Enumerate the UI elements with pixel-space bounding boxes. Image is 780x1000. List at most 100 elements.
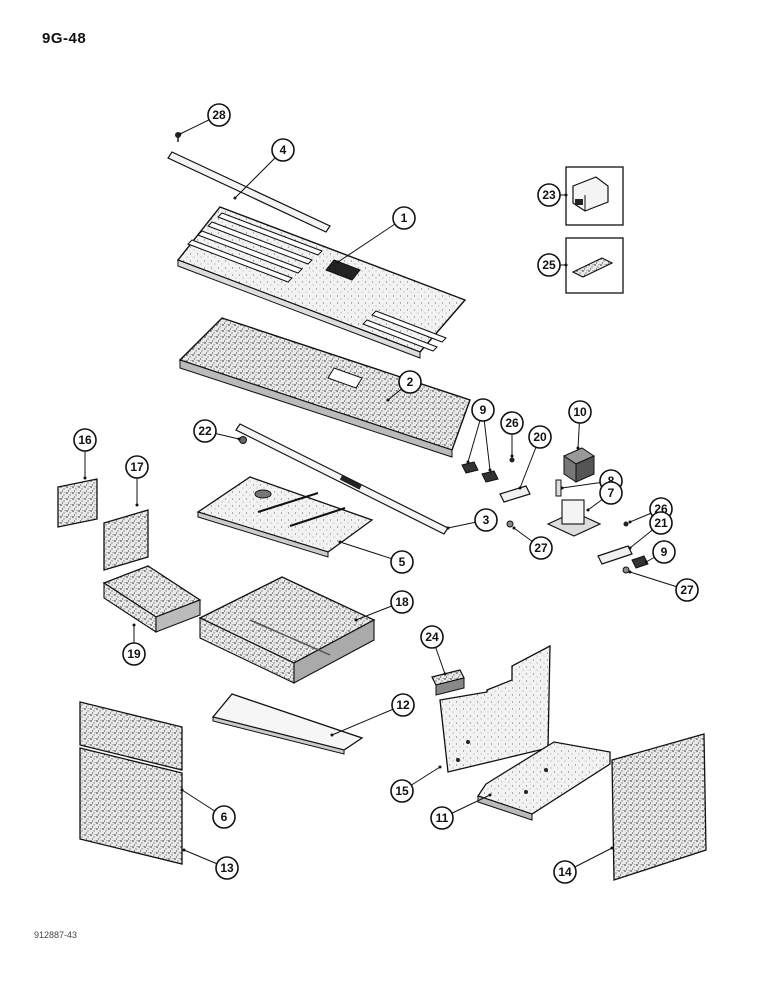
part-22-fastener xyxy=(239,436,247,444)
leader-end-17 xyxy=(135,503,139,507)
part-26-screw-b xyxy=(623,521,629,527)
callout-number: 1 xyxy=(401,211,408,225)
leader-end-5 xyxy=(338,540,342,544)
leader-end-20 xyxy=(518,486,522,490)
part-27-nut xyxy=(506,520,514,528)
part-4-strip xyxy=(167,151,331,233)
part-12-sheet xyxy=(211,693,364,755)
callout-number: 24 xyxy=(425,630,439,644)
callout-circle xyxy=(207,103,231,127)
part-6-panel xyxy=(79,701,183,771)
callout-number: 4 xyxy=(280,143,287,157)
callout-1: 1 xyxy=(392,206,416,230)
part-9-clips xyxy=(461,461,499,483)
callout-circle xyxy=(125,455,149,479)
leader-end-14 xyxy=(610,846,614,850)
part-13-panel xyxy=(79,747,183,865)
callout-3: 3 xyxy=(474,508,498,532)
callout-27: 27 xyxy=(675,578,699,602)
callout-number: 8 xyxy=(608,474,615,488)
callout-number: 28 xyxy=(212,108,226,122)
callout-circle xyxy=(500,411,524,435)
callout-number: 10 xyxy=(573,405,587,419)
part-24-strip xyxy=(431,669,465,696)
callout-16: 16 xyxy=(73,428,97,452)
callout-number: 27 xyxy=(680,583,694,597)
part-20-bracket xyxy=(499,485,531,503)
callout-number: 16 xyxy=(78,433,92,447)
callout-10: 10 xyxy=(568,400,592,424)
leader-line-12 xyxy=(331,704,404,736)
callout-number: 9 xyxy=(661,545,668,559)
leader-end-18 xyxy=(354,618,358,622)
part-25-box xyxy=(565,237,624,294)
callout-number: 20 xyxy=(533,430,547,444)
leader-end-9 xyxy=(644,560,648,564)
page-code: 9G-48 xyxy=(42,30,87,47)
callout-number: 26 xyxy=(505,416,519,430)
leader-end-9 xyxy=(488,468,492,472)
callout-circle xyxy=(122,642,146,666)
callout-21: 21 xyxy=(649,511,673,535)
leader-end-1 xyxy=(336,260,340,264)
callout-number: 6 xyxy=(221,810,228,824)
callout-number: 19 xyxy=(127,647,141,661)
callout-circle xyxy=(212,805,236,829)
callout-circle xyxy=(537,253,561,277)
leader-end-6 xyxy=(180,788,184,792)
leader-end-10 xyxy=(576,446,580,450)
callout-circle xyxy=(553,860,577,884)
callout-number: 13 xyxy=(220,861,234,875)
part-2-insulation-panel xyxy=(178,317,471,458)
callout-13: 13 xyxy=(215,856,239,880)
callout-number: 5 xyxy=(399,555,406,569)
part-8-pin xyxy=(555,479,562,497)
part-1-floor-mat xyxy=(176,206,467,359)
callout-circle xyxy=(398,370,422,394)
callout-9: 9 xyxy=(652,540,676,564)
leader-end-2 xyxy=(386,398,390,402)
callout-22: 22 xyxy=(193,419,217,443)
callout-6: 6 xyxy=(212,805,236,829)
callout-12: 12 xyxy=(391,693,415,717)
callout-number: 7 xyxy=(608,486,615,500)
callout-number: 25 xyxy=(542,258,556,272)
leader-end-26 xyxy=(510,454,514,458)
callout-circle xyxy=(271,138,295,162)
drawing-number: 912887-43 xyxy=(34,930,78,940)
leader-end-12 xyxy=(330,733,334,737)
callout-18: 18 xyxy=(390,590,414,614)
callout-number: 18 xyxy=(395,595,409,609)
callout-28: 28 xyxy=(207,103,231,127)
leader-end-7 xyxy=(586,508,590,512)
callout-11: 11 xyxy=(430,806,454,830)
callout-24: 24 xyxy=(420,625,444,649)
callout-number: 21 xyxy=(654,516,668,530)
callout-circle xyxy=(430,806,454,830)
callout-19: 19 xyxy=(122,642,146,666)
part-11-floor-plate xyxy=(476,741,611,821)
callout-circle xyxy=(215,856,239,880)
leader-end-27 xyxy=(512,526,516,530)
leader-end-24 xyxy=(443,672,447,676)
callout-circle xyxy=(471,398,495,422)
callout-number: 27 xyxy=(534,541,548,555)
callout-number: 23 xyxy=(542,188,556,202)
leader-end-21 xyxy=(628,546,632,550)
callout-circle xyxy=(474,508,498,532)
leader-end-28 xyxy=(178,132,182,136)
callout-2: 2 xyxy=(398,370,422,394)
leader-end-25 xyxy=(564,263,568,267)
callout-circle xyxy=(390,550,414,574)
leader-end-4 xyxy=(233,196,237,200)
part-26-screw xyxy=(509,457,515,463)
leader-line-1 xyxy=(337,217,405,263)
callout-9: 9 xyxy=(471,398,495,422)
callout-circle xyxy=(193,419,217,443)
callout-15: 15 xyxy=(390,779,414,803)
callout-circle xyxy=(675,578,699,602)
part-19-tray xyxy=(102,565,202,634)
callout-20: 20 xyxy=(528,425,552,449)
callout-4: 4 xyxy=(271,138,295,162)
